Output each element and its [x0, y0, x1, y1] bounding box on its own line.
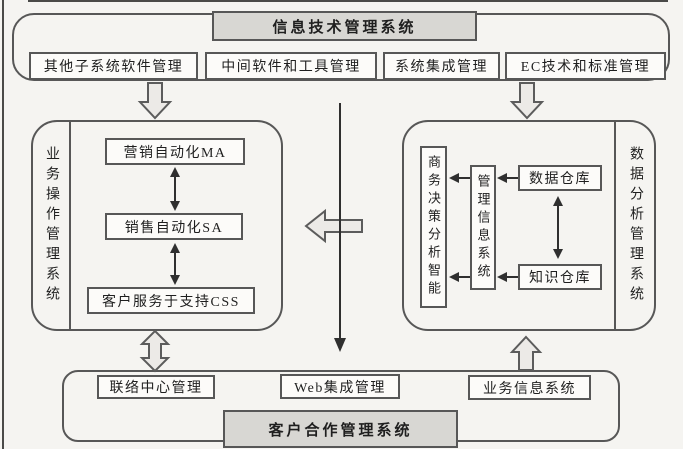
- box-business-decision-intelligence: 商务决策分析智能: [420, 146, 447, 308]
- box-data-warehouse: 数据仓库: [518, 165, 602, 191]
- data-analysis-side-label-text: 数据分析管理系统: [628, 145, 643, 306]
- scan-left-border: [2, 0, 4, 449]
- box-business-information-system: 业务信息系统: [468, 375, 591, 400]
- hollow-down-arrow-icon-left: [137, 82, 173, 120]
- business-operation-divider: [69, 122, 71, 329]
- data-analysis-container: [402, 120, 656, 331]
- box-management-information-system: 管理信息系统: [470, 165, 496, 290]
- box-system-integration: 系统集成管理: [383, 52, 500, 80]
- box-web-integration-management: Web集成管理: [280, 374, 400, 399]
- hollow-up-arrow-icon: [509, 335, 543, 371]
- box-ec-tech-standards: EC技术和标准管理: [505, 52, 666, 80]
- thin-down-arrow-icon: [334, 103, 346, 352]
- business-operation-side-label-text: 业务操作管理系统: [44, 145, 59, 306]
- business-decision-intelligence-text: 商务决策分析智能: [426, 155, 441, 299]
- hollow-left-arrow-icon: [304, 208, 363, 244]
- management-information-system-text: 管理信息系统: [475, 173, 491, 282]
- hollow-down-arrow-icon-right: [509, 82, 545, 120]
- customer-cooperation-title: 客户合作管理系统: [223, 410, 458, 448]
- it-management-title: 信息技术管理系统: [212, 11, 477, 41]
- data-analysis-divider: [614, 122, 616, 329]
- box-contact-center-management: 联络中心管理: [97, 375, 215, 399]
- box-customer-service-support-css: 客户服务于支持CSS: [87, 287, 255, 314]
- box-sales-automation-sa: 销售自动化SA: [105, 213, 243, 240]
- hollow-double-vertical-arrow-icon: [139, 329, 171, 373]
- box-other-subsystem-software: 其他子系统软件管理: [29, 52, 198, 80]
- box-middleware-tools: 中间软件和工具管理: [205, 52, 377, 80]
- box-knowledge-warehouse: 知识仓库: [518, 264, 602, 290]
- box-marketing-automation-ma: 营销自动化MA: [105, 138, 245, 165]
- business-operation-side-label: 业务操作管理系统: [33, 122, 69, 329]
- data-analysis-side-label: 数据分析管理系统: [616, 122, 654, 329]
- scan-top-border: [28, 0, 668, 2]
